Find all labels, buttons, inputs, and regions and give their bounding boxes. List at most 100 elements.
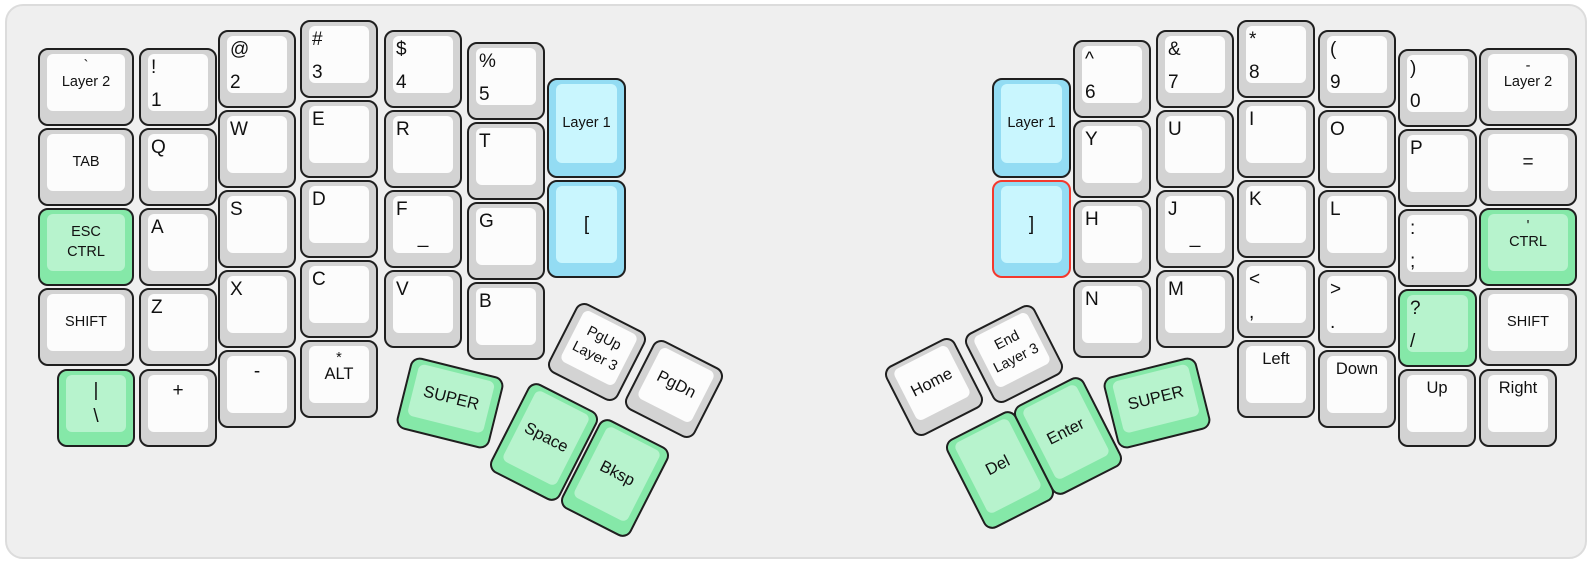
key-pipe-backslash[interactable]: | \ (57, 369, 135, 447)
key-x[interactable]: X (218, 270, 296, 348)
keytop (476, 208, 536, 265)
key-hash-3[interactable]: #3 (300, 20, 378, 98)
key-star-alt[interactable]: *ALT (300, 340, 378, 418)
key-lparen-9[interactable]: (9 (1318, 30, 1396, 108)
key-percent-5[interactable]: %5 (467, 42, 545, 120)
keytop (1407, 375, 1467, 432)
key-i[interactable]: I (1237, 100, 1315, 178)
key-u[interactable]: U (1156, 110, 1234, 188)
keytop (1327, 196, 1387, 253)
key-arrow-up[interactable]: Up (1398, 369, 1476, 447)
keytop (393, 36, 453, 93)
key-asterisk-8[interactable]: *8 (1237, 20, 1315, 98)
key-layer1-left[interactable]: Layer 1 (547, 78, 626, 178)
key-layer1-right[interactable]: Layer 1 (992, 78, 1071, 178)
keytop (47, 294, 125, 351)
key-quote-ctrl[interactable]: 'CTRL (1479, 208, 1577, 286)
keytop (227, 276, 287, 333)
keytop (309, 106, 369, 163)
key-v[interactable]: V (384, 270, 462, 348)
key-equals[interactable]: = (1479, 128, 1577, 206)
keytop (1165, 196, 1225, 253)
keytop (476, 288, 536, 345)
key-tab[interactable]: TAB (38, 128, 134, 206)
keytop (1246, 26, 1306, 83)
key-g[interactable]: G (467, 202, 545, 280)
keytop (227, 196, 287, 253)
key-layer2-left[interactable]: `Layer 2 (38, 48, 134, 126)
key-rparen-0[interactable]: )0 (1398, 49, 1477, 127)
key-esc-ctrl[interactable]: ESC CTRL (38, 208, 134, 286)
key-q[interactable]: Q (139, 128, 217, 206)
key-l[interactable]: L (1318, 190, 1396, 268)
key-b[interactable]: B (467, 282, 545, 360)
keytop (66, 375, 126, 432)
key-colon-semicolon[interactable]: :; (1398, 209, 1477, 287)
key-shift-left[interactable]: SHIFT (38, 288, 134, 366)
keytop (1407, 215, 1468, 272)
key-d[interactable]: D (300, 180, 378, 258)
key-o[interactable]: O (1318, 110, 1396, 188)
keytop (1165, 36, 1225, 93)
keytop (476, 128, 536, 185)
keytop (1165, 276, 1225, 333)
keytop (1407, 295, 1468, 352)
key-c[interactable]: C (300, 260, 378, 338)
keytop (556, 84, 617, 163)
keytop (393, 276, 453, 333)
keytop (1327, 276, 1387, 333)
key-plus[interactable]: + (139, 369, 217, 447)
keytop (1246, 346, 1306, 403)
key-dollar-4[interactable]: $4 (384, 30, 462, 108)
key-amp-7[interactable]: &7 (1156, 30, 1234, 108)
keytop (47, 214, 125, 271)
keytop (148, 375, 208, 432)
key-layer2-right[interactable]: -Layer 2 (1479, 48, 1577, 126)
keytop (406, 363, 496, 434)
key-a[interactable]: A (139, 208, 217, 286)
key-rbracket[interactable]: ] (992, 180, 1071, 278)
keytop (1001, 84, 1062, 163)
keytop (1488, 54, 1568, 111)
key-shift-right[interactable]: SHIFT (1479, 288, 1577, 366)
key-m[interactable]: M (1156, 270, 1234, 348)
keytop (1327, 356, 1387, 413)
keytop (148, 214, 208, 271)
key-k[interactable]: K (1237, 180, 1315, 258)
keytop (227, 116, 287, 173)
key-w[interactable]: W (218, 110, 296, 188)
key-e[interactable]: E (300, 100, 378, 178)
key-j[interactable]: J_ (1156, 190, 1234, 268)
key-exclam-1[interactable]: !1 (139, 48, 217, 126)
key-f[interactable]: F_ (384, 190, 462, 268)
key-gt-period[interactable]: >. (1318, 270, 1396, 348)
keytop (1488, 214, 1568, 271)
key-p[interactable]: P (1398, 129, 1477, 207)
key-t[interactable]: T (467, 122, 545, 200)
keytop (309, 346, 369, 403)
key-lt-comma[interactable]: <, (1237, 260, 1315, 338)
key-n[interactable]: N (1073, 280, 1151, 358)
keytop (227, 36, 287, 93)
key-minus[interactable]: - (218, 350, 296, 428)
key-arrow-down[interactable]: Down (1318, 350, 1396, 428)
key-s[interactable]: S (218, 190, 296, 268)
key-arrow-right[interactable]: Right (1479, 369, 1557, 447)
keytop (1111, 363, 1201, 434)
key-question-slash[interactable]: ?/ (1398, 289, 1477, 367)
keytop (227, 356, 287, 413)
keytop (393, 196, 453, 253)
key-h[interactable]: H (1073, 200, 1151, 278)
keytop (1246, 266, 1306, 323)
keytop (148, 54, 208, 111)
key-z[interactable]: Z (139, 288, 217, 366)
key-r[interactable]: R (384, 110, 462, 188)
key-caret-6[interactable]: ^6 (1073, 40, 1151, 118)
keytop (1082, 286, 1142, 343)
key-lbracket[interactable]: [ (547, 180, 626, 278)
key-at-2[interactable]: @2 (218, 30, 296, 108)
keytop (556, 186, 617, 263)
key-y[interactable]: Y (1073, 120, 1151, 198)
keytop (47, 134, 125, 191)
key-arrow-left[interactable]: Left (1237, 340, 1315, 418)
